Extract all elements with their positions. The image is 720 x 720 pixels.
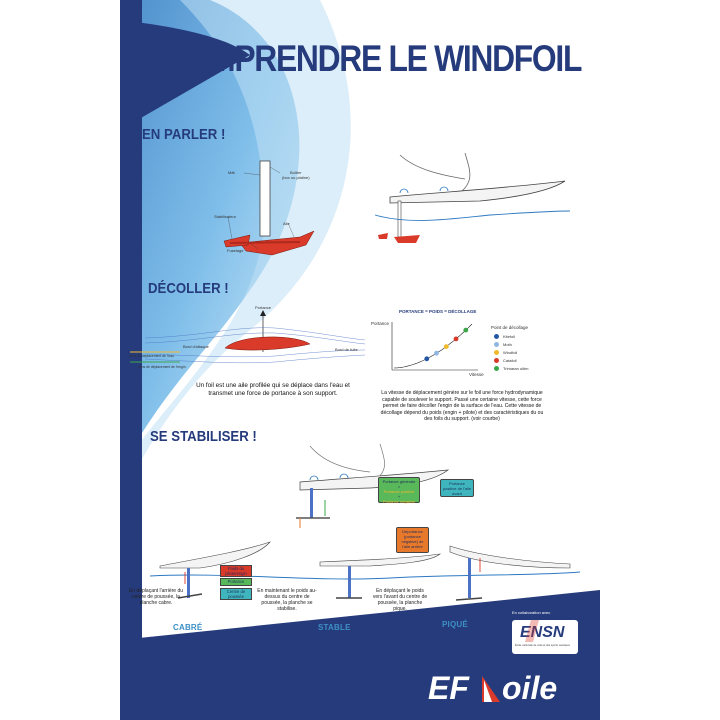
navy-band-top: [120, 20, 250, 130]
legend-item: Kitefoil: [494, 332, 528, 340]
legend-label: Windfoil: [503, 349, 518, 355]
partner-logo: ENSN: [520, 624, 565, 641]
box-plus-sign: +: [397, 494, 401, 499]
legend-item: Trimaran ultim: [494, 364, 528, 372]
partner-label: En collaboration avec: [512, 610, 551, 615]
label-fuselage: Fuselage: [227, 248, 244, 253]
label-stabilisateur: Stabilisateur: [214, 214, 237, 219]
section-decoller: DÉCOLLER !: [148, 280, 229, 297]
board-stable: [319, 553, 442, 599]
board-cabre: [159, 541, 271, 599]
takeoff-point-2: [443, 344, 449, 349]
legend-centre: Centre de poussée: [220, 588, 252, 600]
partner-logo-card: ENSN École nationale de voile et des spo…: [512, 620, 578, 654]
graph-curve: [393, 323, 473, 369]
brand-ef: EF: [428, 670, 469, 706]
light-swoosh: [120, 0, 351, 500]
caption-stable: En maintenant le poids au-dessus du cent…: [257, 588, 317, 612]
label-sens-eau: sens de déplacement de l'eau: [129, 354, 174, 358]
legend-portance: Portance: [220, 578, 252, 586]
label-mat: Mât: [228, 170, 235, 175]
section-en-parler: EN PARLER !: [142, 126, 226, 143]
box-deportance: Déportance (portance négative) de l'aile…: [396, 527, 429, 553]
label-bord-fuite: Bord de fuite: [335, 347, 358, 352]
legend-label: Moth: [503, 341, 512, 347]
caption-cabre: En déplaçant l'arrière du centre de pous…: [128, 588, 184, 606]
position-pique: PIQUÉ: [442, 620, 468, 629]
brand-oile: oile: [502, 670, 558, 706]
caption-pique: En déplaçant le poids vers l'avant du ce…: [372, 588, 428, 612]
foil-anatomy-diagram: [223, 160, 315, 256]
wing-profile-diagram: [130, 310, 366, 363]
legend-poids: Poids du pilote/engin: [220, 565, 252, 577]
label-boitier: Boîtier (box ou platine): [282, 170, 310, 180]
profile-caption: Un foil est une aile profilée qui se dép…: [196, 382, 350, 397]
legend-dot: [494, 349, 499, 355]
board-pique: [449, 545, 571, 601]
label-boitier-sub: (box ou platine): [282, 175, 310, 180]
navy-band-left: [120, 0, 142, 720]
legend-label: Catafoil: [503, 357, 517, 363]
label-bord-attaque: Bord d'attaque: [183, 344, 209, 349]
graph-plot: [391, 322, 478, 371]
position-cabre: CABRÉ: [173, 623, 203, 632]
foil-board-illustration: [374, 152, 570, 243]
legend-item: Windfoil: [494, 348, 528, 356]
box-eq-sign: =: [397, 484, 401, 489]
force-diagram-board: [296, 443, 450, 528]
section-se-stabiliser: SE STABILISER !: [150, 428, 257, 445]
legend-item: Moth: [494, 340, 528, 348]
positions-illustration: [150, 541, 580, 601]
graph-ylabel: Portance: [371, 321, 390, 326]
position-stable: STABLE: [318, 623, 351, 632]
takeoff-point-1: [434, 350, 439, 356]
graph-title: PORTANCE = POIDS = DÉCOLLAGE: [399, 309, 477, 314]
label-boitier-name: Boîtier: [290, 170, 302, 175]
label-portance-vector: Portance: [255, 305, 272, 310]
legend-dot: [494, 341, 499, 347]
takeoff-point-3: [453, 336, 459, 342]
box-portance-aile: Portance positive de l'aile avant: [440, 479, 474, 497]
page-title: COMPRENDRE LE WINDFOIL: [164, 38, 582, 79]
takeoff-point-4: [463, 327, 469, 333]
legend-dot: [494, 357, 499, 363]
sail-icon: [482, 676, 500, 702]
partner-sub: École nationale de voile et des sports n…: [515, 644, 570, 647]
graph-xlabel: Vitesse: [469, 372, 484, 377]
box-portance-negative: Portance négative: [382, 499, 416, 504]
box-portance-positive: Portance positive: [383, 489, 415, 494]
legend-label: Trimaran ultim: [503, 365, 529, 371]
poster: COMPRENDRE LE WINDFOIL EN PARLER ! Mât B…: [120, 0, 600, 720]
legend-item: Catafoil: [494, 356, 528, 364]
legend-dot: [494, 333, 499, 339]
legend-dot: [494, 365, 499, 371]
label-aile: Aile: [283, 221, 290, 226]
label-sens-engin: sens de déplacement de l'engin: [138, 365, 186, 369]
takeoff-point-0: [424, 356, 430, 362]
box-portance-generale: Portance générale = Portance positive + …: [378, 477, 420, 504]
box-portance-generale-label: Portance générale: [382, 479, 416, 484]
legend-title: Point de décollage: [491, 325, 529, 330]
legend-label: Kitefoil: [503, 333, 516, 339]
graph-caption: La vitesse de déplacement génère sur le …: [380, 390, 544, 423]
navy-footer: [120, 590, 600, 720]
poster-background: [120, 0, 600, 720]
